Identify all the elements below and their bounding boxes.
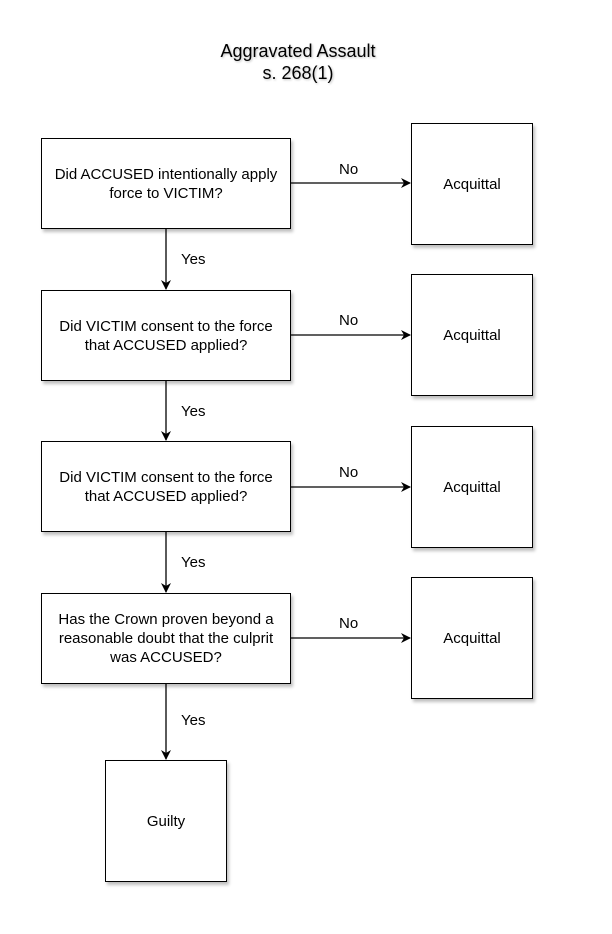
diagram-title: Aggravated Assault s. 268(1): [148, 40, 448, 84]
question-text: Did VICTIM consent to the force that ACC…: [59, 468, 273, 505]
outcome-box-1: Acquittal: [411, 123, 533, 245]
outcome-text: Acquittal: [443, 175, 501, 193]
question-box-3: Did VICTIM consent to the force that ACC…: [41, 441, 291, 532]
question-text: Did ACCUSED intentionally apply force to…: [54, 165, 278, 202]
yes-label-1: Yes: [181, 251, 206, 269]
question-box-4: Has the Crown proven beyond a reasonable…: [41, 593, 291, 684]
no-label-3: No: [339, 464, 359, 482]
yes-label-4: Yes: [181, 712, 206, 730]
guilty-box: Guilty: [105, 760, 227, 882]
question-box-1: Did ACCUSED intentionally apply force to…: [41, 138, 291, 229]
question-text: Has the Crown proven beyond a reasonable…: [58, 611, 274, 666]
question-text: Did VICTIM consent to the force that ACC…: [59, 317, 273, 354]
no-label-2: No: [339, 312, 359, 330]
outcome-text: Acquittal: [443, 629, 501, 647]
title-line-1: Aggravated Assault: [220, 41, 376, 61]
title-line-2: s. 268(1): [262, 63, 334, 83]
outcome-text: Acquittal: [443, 326, 501, 344]
outcome-text: Acquittal: [443, 478, 501, 496]
outcome-box-2: Acquittal: [411, 274, 533, 396]
no-label-1: No: [339, 161, 359, 179]
question-box-2: Did VICTIM consent to the force that ACC…: [41, 290, 291, 381]
yes-label-2: Yes: [181, 403, 206, 421]
outcome-box-4: Acquittal: [411, 577, 533, 699]
yes-label-3: Yes: [181, 554, 206, 572]
final-text: Guilty: [146, 812, 186, 830]
no-label-4: No: [339, 615, 359, 633]
outcome-box-3: Acquittal: [411, 426, 533, 548]
